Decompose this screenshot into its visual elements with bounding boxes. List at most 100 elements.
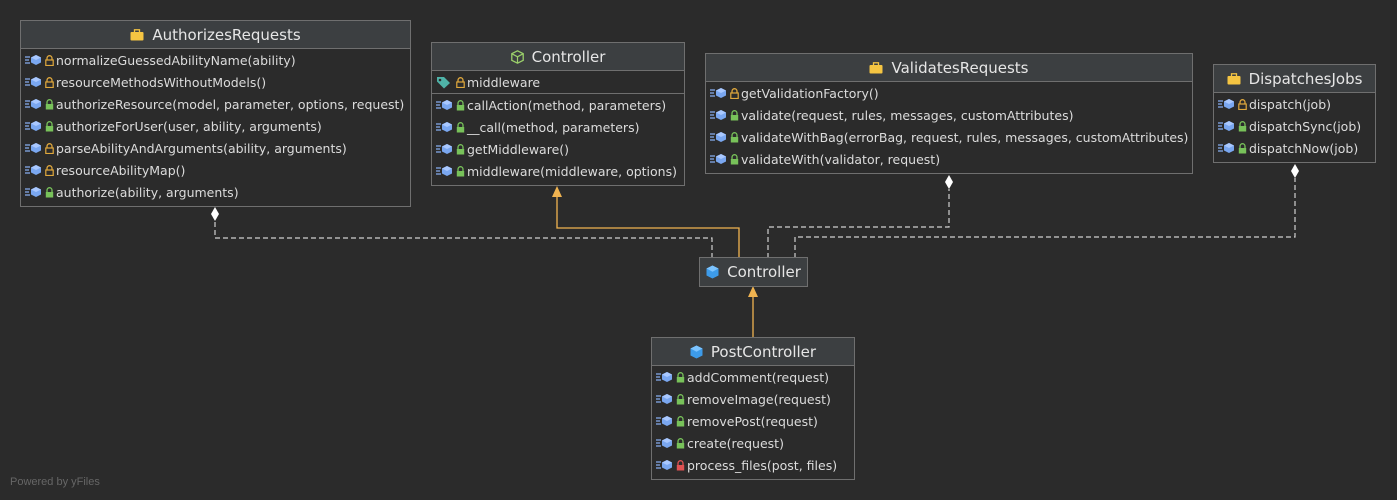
method-row[interactable]: removePost(request)	[652, 410, 854, 432]
diamond-dispatches	[1291, 164, 1299, 178]
method-row[interactable]: __call(method, parameters)	[432, 116, 684, 138]
method-icon	[1218, 98, 1238, 110]
abstract-class-icon	[510, 49, 524, 64]
field-icon	[436, 76, 456, 89]
method-row[interactable]: validateWithBag(errorBag, request, rules…	[706, 126, 1192, 148]
method-icon	[656, 459, 676, 471]
class-node-post-controller[interactable]: PostController addComment(request) remove…	[651, 337, 855, 480]
public-lock-icon	[730, 153, 739, 165]
node-title: AuthorizesRequests	[152, 25, 301, 44]
method-icon	[1218, 142, 1238, 154]
method-row[interactable]: authorizeForUser(user, ability, argument…	[21, 115, 410, 137]
method-row[interactable]: resourceAbilityMap()	[21, 159, 410, 181]
method-row[interactable]: process_files(post, files)	[652, 454, 854, 476]
method-row[interactable]: resourceMethodsWithoutModels()	[21, 71, 410, 93]
method-row[interactable]: middleware(middleware, options)	[432, 160, 684, 182]
method-icon	[25, 120, 45, 132]
public-lock-icon	[45, 186, 54, 198]
public-lock-icon	[730, 131, 739, 143]
method-name: normalizeGuessedAbilityName(ability)	[56, 52, 296, 68]
method-name: authorizeResource(model, parameter, opti…	[56, 96, 405, 112]
method-name: parseAbilityAndArguments(ability, argume…	[56, 140, 347, 156]
method-row[interactable]: dispatch(job)	[1214, 93, 1375, 115]
methods-section: addComment(request) removeImage(request) r…	[652, 366, 854, 476]
method-row[interactable]: removeImage(request)	[652, 388, 854, 410]
method-row[interactable]: callAction(method, parameters)	[432, 94, 684, 116]
method-row[interactable]: normalizeGuessedAbilityName(ability)	[21, 49, 410, 71]
method-name: validate(request, rules, messages, custo…	[741, 107, 1074, 123]
method-row[interactable]: dispatchNow(job)	[1214, 137, 1375, 159]
method-icon	[710, 131, 730, 143]
method-row[interactable]: addComment(request)	[652, 366, 854, 388]
node-title: PostController	[710, 342, 817, 361]
method-icon	[25, 76, 45, 88]
method-icon	[710, 109, 730, 121]
field-row[interactable]: middleware	[432, 71, 684, 93]
method-name: validateWith(validator, request)	[741, 151, 941, 167]
node-header: Controller	[432, 43, 684, 71]
protected-lock-icon	[45, 142, 54, 154]
protected-lock-icon	[45, 76, 54, 88]
method-row[interactable]: getValidationFactory()	[706, 82, 1192, 104]
public-lock-icon	[1238, 142, 1247, 154]
method-name: removeImage(request)	[687, 391, 831, 407]
method-name: getValidationFactory()	[741, 85, 879, 101]
method-name: resourceMethodsWithoutModels()	[56, 74, 267, 90]
method-name: authorizeForUser(user, ability, argument…	[56, 118, 322, 134]
fields-section: middleware	[432, 71, 684, 94]
public-lock-icon	[456, 121, 465, 133]
protected-lock-icon	[45, 164, 54, 176]
method-icon	[656, 415, 676, 427]
method-name: dispatchSync(job)	[1249, 118, 1362, 134]
public-lock-icon	[45, 98, 54, 110]
class-node-base-controller[interactable]: Controller middleware callAction(method,…	[431, 42, 685, 186]
trait-node-dispatches-jobs[interactable]: DispatchesJobs dispatch(job) dispatchSync…	[1213, 64, 1376, 163]
dependency-edge-validates	[767, 189, 950, 258]
public-lock-icon	[730, 109, 739, 121]
trait-node-authorizes-requests[interactable]: AuthorizesRequests normalizeGuessedAbili…	[20, 20, 411, 207]
public-lock-icon	[676, 371, 685, 383]
inheritance-arrowhead-app	[748, 286, 758, 297]
method-icon	[25, 54, 45, 66]
method-row[interactable]: authorizeResource(model, parameter, opti…	[21, 93, 410, 115]
powered-by-footer: Powered by yFiles	[10, 476, 100, 488]
method-icon	[436, 121, 456, 133]
method-name: __call(method, parameters)	[467, 119, 640, 135]
methods-section: normalizeGuessedAbilityName(ability) reso…	[21, 49, 410, 203]
method-icon	[656, 371, 676, 383]
method-row[interactable]: validate(request, rules, messages, custo…	[706, 104, 1192, 126]
method-icon	[656, 437, 676, 449]
public-lock-icon	[676, 415, 685, 427]
inheritance-edge-app-to-base	[556, 196, 740, 258]
public-lock-icon	[676, 393, 685, 405]
method-name: process_files(post, files)	[687, 457, 838, 473]
method-row[interactable]: create(request)	[652, 432, 854, 454]
protected-lock-icon	[456, 76, 465, 88]
public-lock-icon	[1238, 120, 1247, 132]
class-icon	[690, 345, 703, 359]
trait-icon	[1227, 72, 1241, 85]
methods-section: getValidationFactory() validate(request, …	[706, 82, 1192, 170]
dependency-edge-authorizes	[214, 221, 713, 258]
method-name: removePost(request)	[687, 413, 818, 429]
class-node-app-controller[interactable]: Controller	[699, 257, 808, 287]
field-name: middleware	[467, 74, 541, 90]
method-name: resourceAbilityMap()	[56, 162, 186, 178]
node-header: DispatchesJobs	[1214, 65, 1375, 93]
method-row[interactable]: authorize(ability, arguments)	[21, 181, 410, 203]
node-header: PostController	[652, 338, 854, 366]
method-name: dispatch(job)	[1249, 96, 1332, 112]
method-row[interactable]: validateWith(validator, request)	[706, 148, 1192, 170]
method-icon	[25, 98, 45, 110]
trait-node-validates-requests[interactable]: ValidatesRequests getValidationFactory()…	[705, 53, 1193, 174]
node-header: AuthorizesRequests	[21, 21, 410, 49]
method-row[interactable]: dispatchSync(job)	[1214, 115, 1375, 137]
method-row[interactable]: parseAbilityAndArguments(ability, argume…	[21, 137, 410, 159]
method-icon	[710, 87, 730, 99]
protected-lock-icon	[1238, 98, 1247, 110]
trait-icon	[869, 61, 883, 74]
method-name: callAction(method, parameters)	[467, 97, 667, 113]
method-row[interactable]: getMiddleware()	[432, 138, 684, 160]
public-lock-icon	[676, 437, 685, 449]
